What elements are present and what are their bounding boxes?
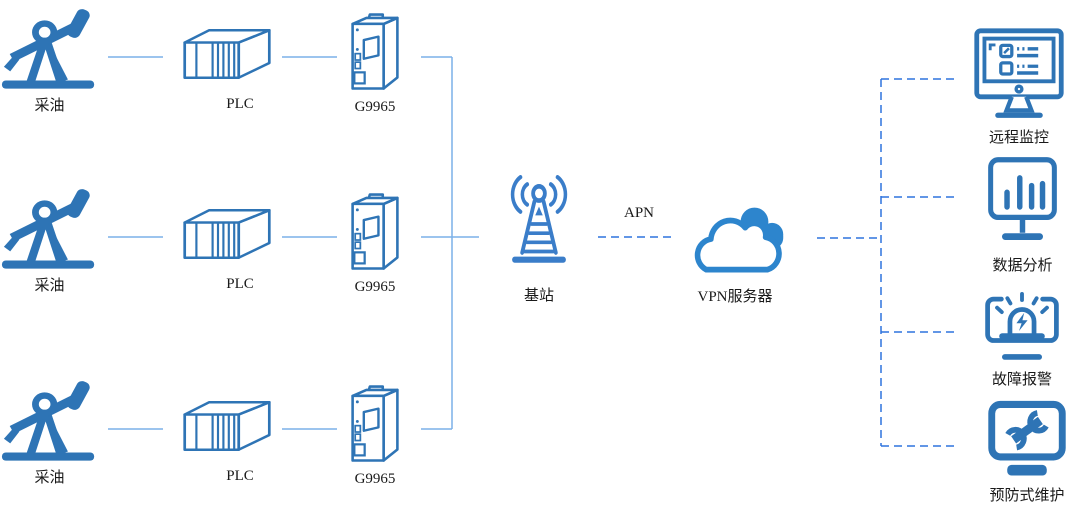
plc-icon [182, 207, 272, 261]
wrench-monitor-icon [984, 400, 1070, 480]
gateway-icon [344, 12, 406, 97]
vpn-server-label: VPN服务器 [697, 289, 773, 305]
vpn-server-node: VPN服务器 [684, 199, 786, 305]
plc-label: PLC [226, 96, 254, 112]
plc-label: PLC [226, 276, 254, 292]
oil-pump-node-3: 采油 [1, 376, 98, 486]
solid-connectors [108, 56, 479, 430]
apn-label: APN [623, 205, 654, 221]
plc-node-1: PLC [182, 27, 272, 112]
data-analysis-node: 数据分析 [977, 154, 1068, 274]
fault-alarm-node: 故障报警 [979, 287, 1065, 388]
plc-icon [182, 27, 272, 81]
fault-alarm-label: 故障报警 [991, 372, 1052, 388]
alarm-beacon-icon [979, 287, 1065, 363]
preventive-maintenance-node: 预防式维护 [984, 400, 1070, 504]
oil-pump-icon [1, 376, 98, 467]
oil-pump-icon [1, 184, 98, 275]
remote-monitoring-node: 远程监控 [971, 26, 1067, 146]
base-station-label: 基站 [523, 288, 554, 304]
preventive-maintenance-label: 预防式维护 [989, 488, 1065, 504]
oil-pump-label: 采油 [34, 278, 65, 294]
monitor-checklist-icon [971, 26, 1067, 123]
cloud-icon [684, 199, 786, 283]
bar-chart-screen-icon [977, 154, 1068, 252]
plc-label: PLC [226, 468, 254, 484]
gateway-node-2: G9965 [344, 192, 406, 295]
data-analysis-label: 数据分析 [992, 258, 1053, 274]
plc-node-2: PLC [182, 207, 272, 292]
gateway-label: G9965 [354, 471, 396, 487]
gateway-icon [344, 384, 406, 469]
gateway-label: G9965 [354, 279, 396, 295]
remote-monitoring-label: 远程监控 [988, 130, 1049, 146]
gateway-label: G9965 [354, 99, 396, 115]
base-station-node: 基站 [497, 171, 581, 304]
gateway-node-1: G9965 [344, 12, 406, 115]
oil-pump-icon [1, 4, 98, 95]
oil-pump-node-1: 采油 [1, 4, 98, 114]
cell-tower-icon [497, 171, 581, 277]
gateway-icon [344, 192, 406, 277]
gateway-node-3: G9965 [344, 384, 406, 487]
oil-pump-node-2: 采油 [1, 184, 98, 294]
plc-icon [182, 399, 272, 453]
plc-node-3: PLC [182, 399, 272, 484]
oil-pump-label: 采油 [34, 470, 65, 486]
oil-pump-label: 采油 [34, 98, 65, 114]
